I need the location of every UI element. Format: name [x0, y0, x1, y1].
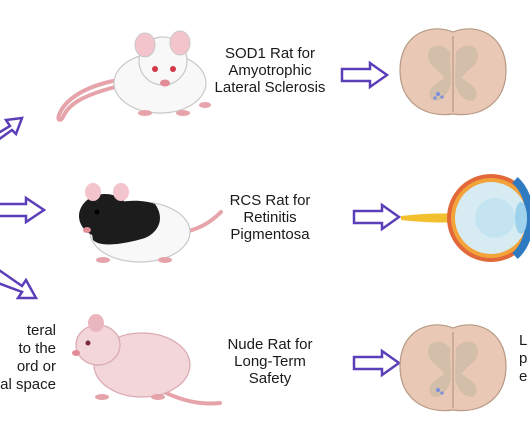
row-1-label-line-3: Lateral Sclerosis: [214, 79, 326, 96]
eye-cross-section-icon: [401, 174, 530, 262]
hooded-rat-illustration: [79, 183, 223, 263]
row-3-label-line-2: Long-Term: [234, 353, 306, 370]
arrow-to-row-1: [0, 116, 24, 141]
row-1-model-label: SOD1 Rat for Amyotrophic Lateral Scleros…: [200, 45, 340, 96]
arrow-to-row-2: [0, 195, 47, 225]
white-rat-illustration: [56, 30, 211, 122]
right-line-4: e: [519, 368, 528, 385]
row-2-label-line-3: Pigmentosa: [230, 226, 310, 243]
nude-rat-illustration: [72, 314, 222, 406]
spinal-cord-cross-section-icon: [399, 28, 507, 116]
left-line-4: al space: [0, 376, 56, 393]
row-2-label-line-2: Retinitis: [243, 209, 297, 226]
right-line-3: p: [519, 350, 528, 367]
right-line-1: L: [519, 332, 528, 349]
row-1-label-line-1: SOD1 Rat for: [224, 45, 316, 62]
left-line-3: ord or: [16, 358, 56, 375]
left-line-2: to the: [18, 340, 56, 357]
left-line-1: teral: [26, 322, 56, 339]
row-2-arrow-icon: [352, 202, 402, 232]
left-description-fragment: teral to the ord or al space: [0, 322, 56, 394]
row-2-label-line-1: RCS Rat for: [229, 192, 311, 209]
right-description-fragment: L p e: [519, 332, 530, 386]
row-3-model-label: Nude Rat for Long-Term Safety: [200, 336, 340, 387]
row-3-label-line-1: Nude Rat for: [227, 336, 313, 353]
row-3-label-line-3: Safety: [248, 370, 292, 387]
arrow-to-row-3: [0, 269, 39, 300]
spinal-cord-cross-section-icon-2: [399, 324, 507, 412]
row-1-label-line-2: Amyotrophic: [228, 62, 312, 79]
row-1-arrow-icon: [340, 60, 390, 90]
row-3-arrow-icon: [352, 348, 402, 378]
row-2-model-label: RCS Rat for Retinitis Pigmentosa: [200, 192, 340, 243]
